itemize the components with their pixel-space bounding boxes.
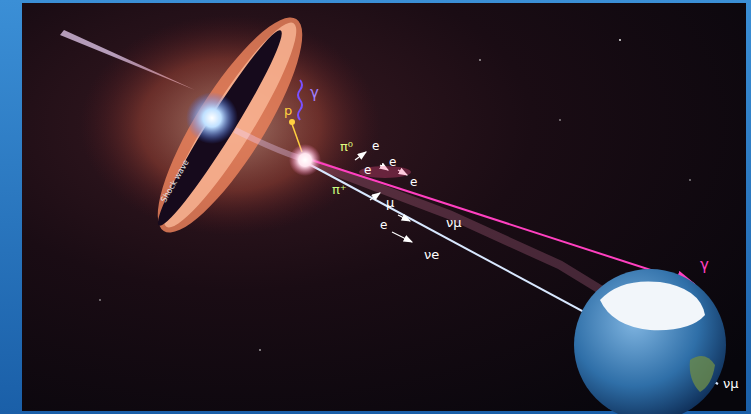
disk-halo	[80, 15, 380, 235]
black-hole-core	[186, 92, 238, 144]
particle-label: νμ	[723, 377, 739, 390]
particle-label: Shock wave	[160, 159, 191, 204]
accretion-disk	[135, 1, 325, 249]
particle-label: p	[284, 104, 292, 117]
neutrino-track	[398, 215, 410, 221]
disk-outer	[135, 1, 325, 249]
jet-beam	[235, 130, 300, 158]
particle-label: γ	[310, 86, 319, 101]
earth	[574, 269, 726, 414]
particle-label: e	[380, 219, 387, 231]
particle-label: π⁺	[332, 183, 347, 196]
muon-track	[370, 193, 380, 200]
particle-label: e	[410, 176, 417, 188]
particle-label: e	[372, 140, 379, 152]
continent	[690, 356, 715, 392]
gamma-ray-line	[305, 158, 694, 284]
gamma-wave	[298, 80, 302, 120]
particle-label: νe	[424, 248, 439, 261]
particle-label: γ	[700, 258, 709, 273]
collision-point	[289, 144, 321, 176]
particle-label: νμ	[446, 216, 462, 229]
electron-track	[355, 152, 366, 160]
star	[619, 39, 621, 41]
disk-bright	[148, 12, 312, 239]
antarctica	[600, 281, 705, 330]
star	[259, 349, 261, 351]
particle-label: π⁰	[340, 140, 353, 153]
star	[559, 119, 560, 120]
star	[689, 179, 690, 180]
decay-tracks	[355, 152, 412, 242]
star	[479, 59, 481, 61]
neutrino-track	[392, 232, 412, 242]
particle-label: e	[364, 164, 371, 176]
star	[99, 299, 100, 300]
disk-dark-band	[148, 24, 292, 233]
particle-label: μ	[386, 196, 394, 209]
particle-label: e	[389, 156, 396, 168]
